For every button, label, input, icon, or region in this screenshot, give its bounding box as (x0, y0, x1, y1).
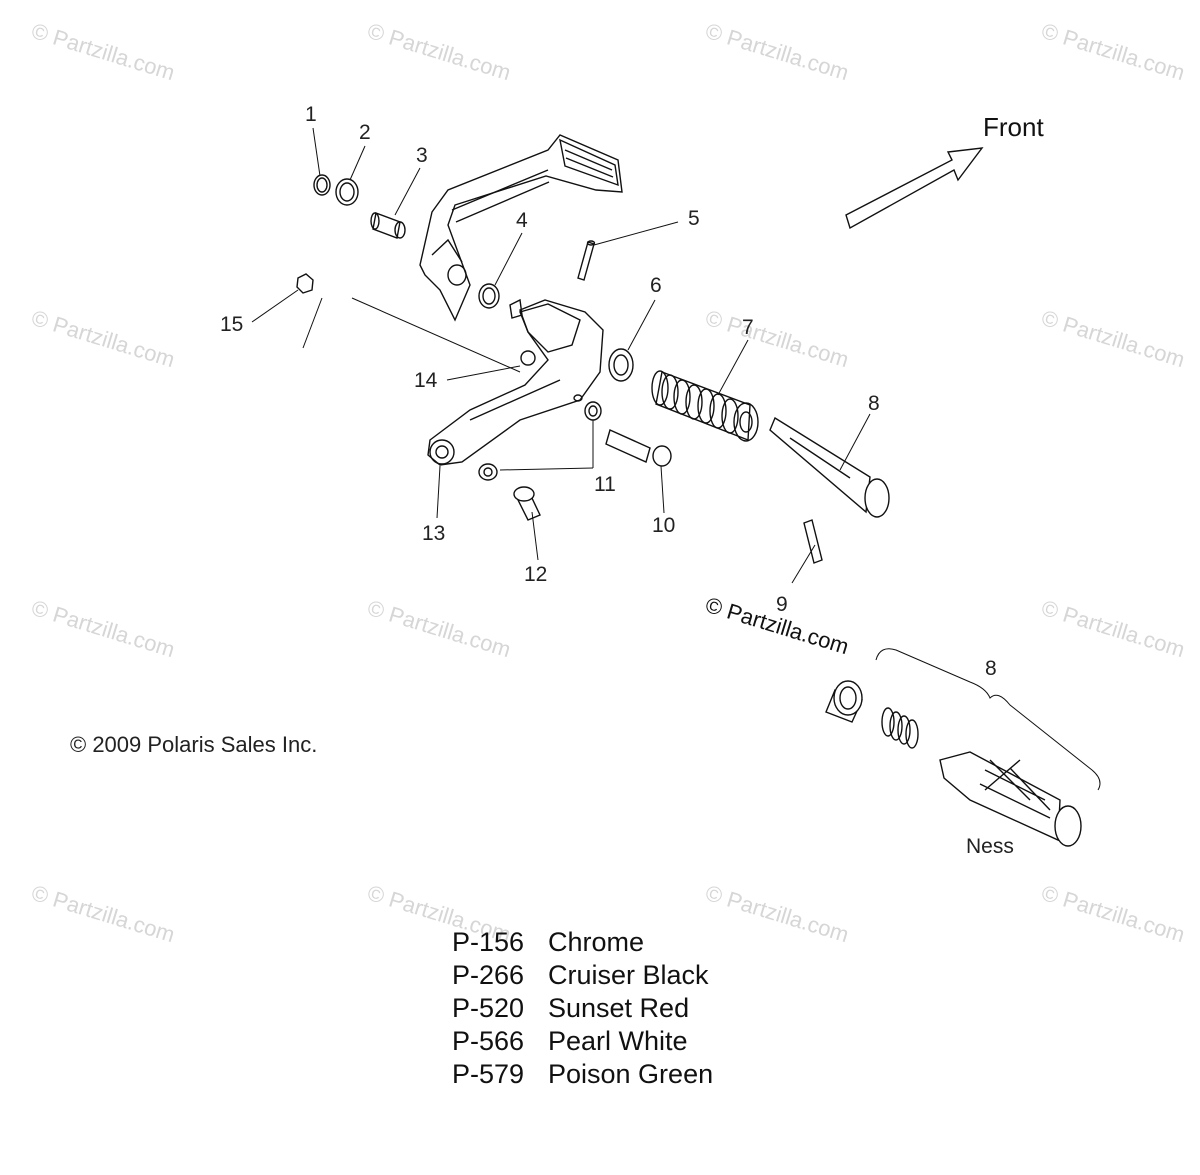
washer (608, 348, 634, 382)
set-screw (803, 519, 823, 564)
legend-code: P-566 (452, 1026, 525, 1056)
callout-number: 14 (414, 369, 438, 392)
copyright-notice: © 2009 Polaris Sales Inc. (70, 732, 318, 757)
callout-number: 8 (985, 657, 997, 680)
legend-color: Chrome (548, 927, 645, 957)
nut (296, 273, 314, 294)
front-label: Front (983, 112, 1044, 142)
ring-clip (313, 174, 331, 196)
legend-color: Poison Green (548, 1059, 714, 1089)
front-arrow-icon (845, 147, 984, 230)
legend-row: P-520 Sunset Red (452, 992, 713, 1025)
callout-number: 12 (524, 563, 548, 586)
rubber-grip (651, 370, 759, 442)
footpeg-shaft (769, 416, 890, 518)
callout-number: 3 (416, 144, 428, 167)
callout-number: 9 (776, 593, 788, 616)
bushing (370, 212, 406, 239)
legend-code: P-520 (452, 993, 525, 1023)
callout-number: 5 (688, 207, 700, 230)
washer (478, 283, 500, 309)
ness-label: Ness (966, 835, 1014, 858)
callout-number: 7 (742, 316, 754, 339)
callout-number: 2 (359, 121, 371, 144)
legend-code: P-579 (452, 1059, 525, 1089)
legend-color: Cruiser Black (548, 960, 709, 990)
callout-number: 11 (594, 473, 616, 496)
callout-number: 13 (422, 522, 446, 545)
legend-row: P-566 Pearl White (452, 1025, 713, 1058)
callout-number: 4 (516, 209, 528, 232)
legend-code: P-156 (452, 927, 525, 957)
ness-spring (881, 707, 919, 749)
pin (577, 240, 596, 281)
callout-number: 6 (650, 274, 662, 297)
callout-number: 1 (305, 103, 317, 126)
ness-footpeg (939, 751, 1082, 847)
legend-row: P-156 Chrome (452, 926, 713, 959)
color-code-legend: P-156 Chrome P-266 Cruiser Black P-520 S… (452, 926, 713, 1091)
legend-row: P-266 Cruiser Black (452, 959, 713, 992)
legend-color: Sunset Red (548, 993, 690, 1023)
brake-pedal (419, 134, 623, 322)
legend-row: P-579 Poison Green (452, 1058, 713, 1091)
callout-number: 8 (868, 392, 880, 415)
bolt (605, 429, 672, 467)
legend-code: P-266 (452, 960, 525, 990)
ness-bushing (825, 680, 863, 723)
bolt (513, 486, 541, 521)
legend-color: Pearl White (548, 1026, 688, 1056)
washer (335, 178, 359, 206)
callout-number: 10 (652, 514, 676, 537)
footpeg-bracket (427, 298, 604, 466)
callout-number: 15 (220, 313, 244, 336)
washer (478, 401, 602, 481)
